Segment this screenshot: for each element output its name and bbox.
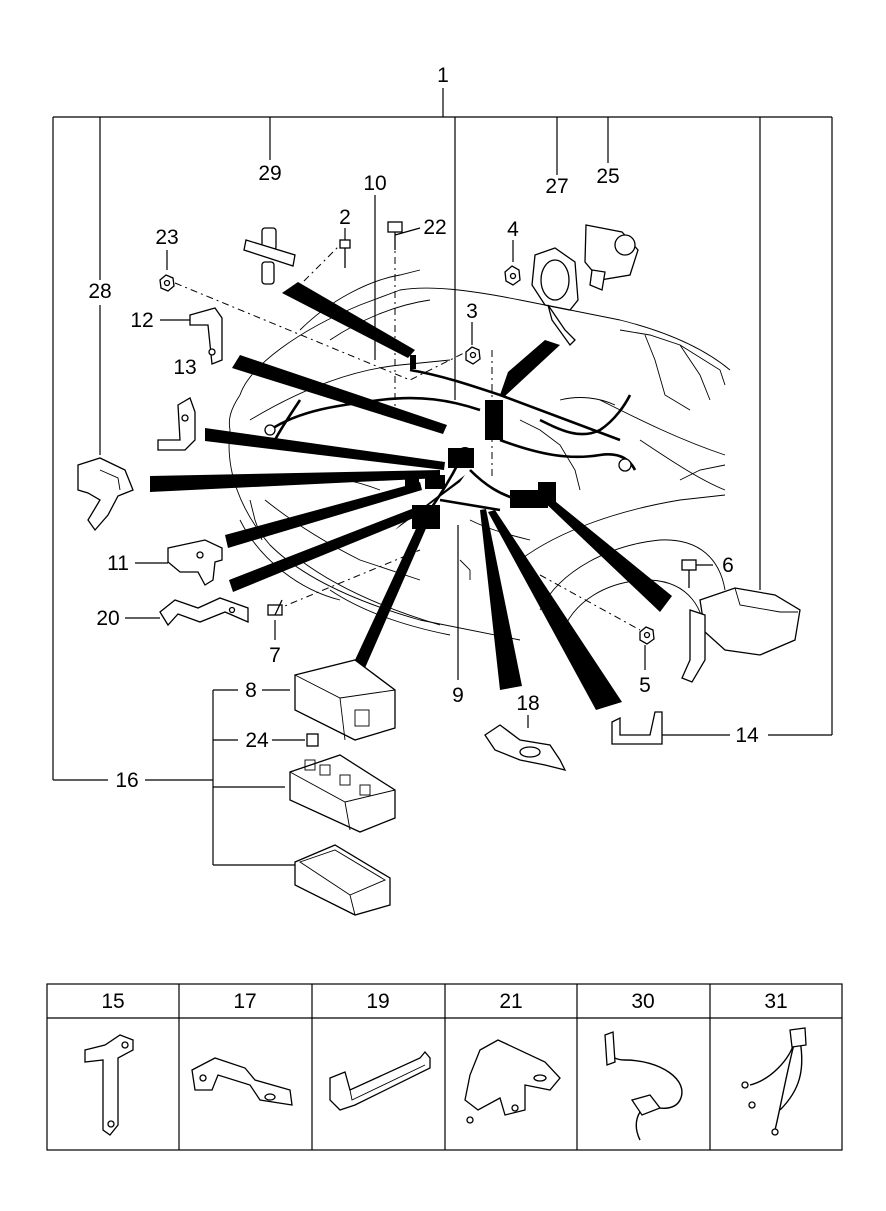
callout-27: 27 bbox=[545, 175, 568, 198]
part-24-relay bbox=[306, 733, 319, 747]
callout-4: 4 bbox=[507, 218, 519, 241]
callout-2: 2 bbox=[339, 206, 351, 229]
callout-labels: 1 2 3 4 5 6 7 8 9 10 11 12 13 14 16 18 2… bbox=[88, 64, 759, 792]
part-27-component bbox=[531, 247, 579, 347]
part-25-horn bbox=[584, 224, 639, 291]
part-6-bolt bbox=[681, 559, 697, 588]
callout-28: 28 bbox=[88, 280, 111, 303]
callout-8: 8 bbox=[245, 679, 257, 702]
harness-connectors bbox=[264, 355, 632, 529]
part-13-bracket bbox=[157, 397, 196, 451]
table-part-15 bbox=[84, 1034, 134, 1136]
callout-20: 20 bbox=[96, 607, 119, 630]
callout-1: 1 bbox=[437, 64, 449, 87]
callout-16: 16 bbox=[115, 769, 138, 792]
callout-24: 24 bbox=[245, 729, 269, 752]
part-11-bracket bbox=[167, 539, 223, 586]
dash-lines bbox=[174, 239, 641, 631]
part-4-nut bbox=[504, 265, 521, 286]
part-29-connector bbox=[243, 227, 296, 285]
callout-18: 18 bbox=[516, 692, 539, 715]
part-23-nut bbox=[159, 274, 175, 292]
part-18-bracket bbox=[484, 724, 567, 771]
callout-13: 13 bbox=[173, 356, 196, 379]
table-header-21: 21 bbox=[499, 990, 522, 1013]
callout-11: 11 bbox=[107, 552, 129, 575]
callout-29: 29 bbox=[258, 162, 281, 185]
callout-25: 25 bbox=[596, 165, 619, 188]
callout-3: 3 bbox=[466, 300, 478, 323]
table-header-15: 15 bbox=[101, 990, 124, 1013]
part-cover-assembly bbox=[681, 587, 801, 683]
table-header-17: 17 bbox=[233, 990, 256, 1013]
callout-12: 12 bbox=[130, 309, 153, 332]
callout-6: 6 bbox=[722, 554, 734, 577]
callout-23: 23 bbox=[155, 226, 178, 249]
callout-5: 5 bbox=[639, 674, 651, 697]
table-header-19: 19 bbox=[366, 990, 389, 1013]
part-5-nut bbox=[639, 626, 655, 645]
table-part-19 bbox=[329, 1050, 431, 1111]
part-2-bolt bbox=[339, 239, 351, 268]
table-part-30 bbox=[604, 1031, 683, 1141]
part-lower-tray bbox=[294, 844, 391, 916]
part-12-bracket bbox=[189, 307, 223, 365]
callout-22: 22 bbox=[423, 216, 446, 239]
table-part-31 bbox=[741, 1027, 807, 1136]
callout-9: 9 bbox=[452, 684, 464, 707]
leader-lines bbox=[52, 88, 833, 866]
part-14-bracket bbox=[611, 711, 663, 745]
pointer-wedges bbox=[150, 282, 672, 710]
parts-table: 15 17 19 21 30 31 bbox=[46, 983, 843, 1151]
callout-7: 7 bbox=[269, 644, 281, 667]
callout-10: 10 bbox=[363, 172, 386, 195]
part-3-nut bbox=[465, 346, 481, 365]
table-header-30: 30 bbox=[631, 990, 654, 1013]
table-header-31: 31 bbox=[764, 990, 787, 1013]
part-20-bracket bbox=[159, 597, 249, 627]
table-part-17 bbox=[191, 1057, 293, 1106]
part-7-bolt bbox=[267, 599, 283, 616]
part-22-bolt bbox=[387, 221, 403, 250]
part-8-cover bbox=[294, 659, 396, 741]
table-part-21 bbox=[464, 1039, 561, 1124]
part-28-clip bbox=[77, 457, 134, 532]
callout-14: 14 bbox=[735, 724, 759, 747]
part-16-fuse-block bbox=[289, 754, 396, 833]
